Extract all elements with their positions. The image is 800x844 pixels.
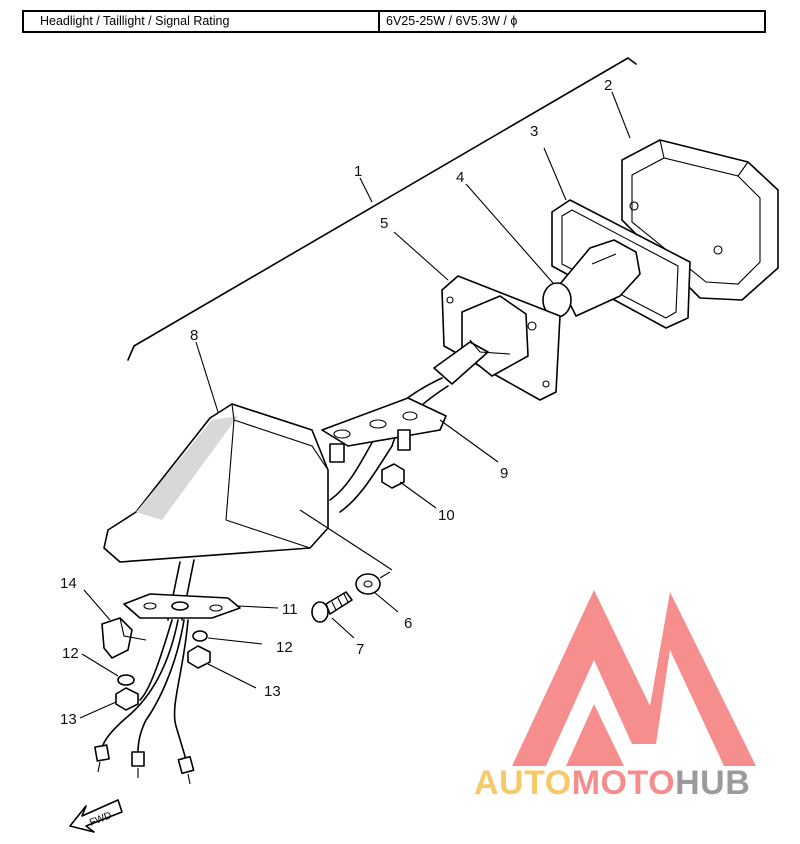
part-washer-12-left	[81, 653, 135, 686]
callout-13-left: 13	[60, 711, 77, 728]
logo-mark	[512, 590, 756, 766]
callout-13-right: 13	[264, 683, 281, 700]
fwd-arrow: FWD	[69, 799, 123, 833]
watermark-logo: AUTOMOTOHUB	[474, 590, 756, 802]
callout-6: 6	[404, 615, 412, 632]
callout-1: 1	[354, 163, 362, 180]
part-mount-plate	[123, 559, 279, 621]
part-clip	[83, 589, 147, 659]
watermark-auto: AUTO	[474, 764, 572, 802]
callout-4: 4	[456, 169, 464, 186]
part-washer-12-right	[192, 630, 263, 645]
callout-7: 7	[356, 641, 364, 658]
part-screw	[311, 591, 355, 639]
lower-wires	[94, 619, 195, 785]
part-bulb	[465, 183, 641, 318]
part-housing	[103, 341, 393, 571]
watermark-moto: MOTO	[572, 764, 675, 802]
part-washer	[355, 571, 399, 613]
part-nut-13-left	[79, 687, 139, 719]
part-socket-plate	[393, 231, 561, 401]
part-nut-13-right	[187, 645, 257, 689]
part-lens	[611, 91, 779, 301]
part-nut-10	[381, 463, 437, 509]
part-bracket	[321, 397, 499, 463]
callout-12-right: 12	[276, 639, 293, 656]
callout-12-left: 12	[62, 645, 79, 662]
spec-value: 6V25-25W / 6V5.3W / ϕ	[386, 14, 518, 28]
callout-8: 8	[190, 327, 198, 344]
callout-14: 14	[60, 575, 77, 592]
spec-table: Headlight / Taillight / Signal Rating 6V…	[22, 10, 766, 33]
callout-11: 11	[282, 601, 298, 618]
watermark-hub: HUB	[675, 764, 750, 802]
spec-label: Headlight / Taillight / Signal Rating	[24, 12, 380, 31]
assembly-bracket	[127, 57, 637, 361]
callout-10: 10	[438, 507, 455, 524]
callout-3: 3	[530, 123, 538, 140]
callout-5: 5	[380, 215, 388, 232]
svg-text:AUTOMOTOHUB: AUTOMOTOHUB	[474, 764, 750, 802]
callout-2: 2	[604, 77, 612, 94]
callout-9: 9	[500, 465, 508, 482]
